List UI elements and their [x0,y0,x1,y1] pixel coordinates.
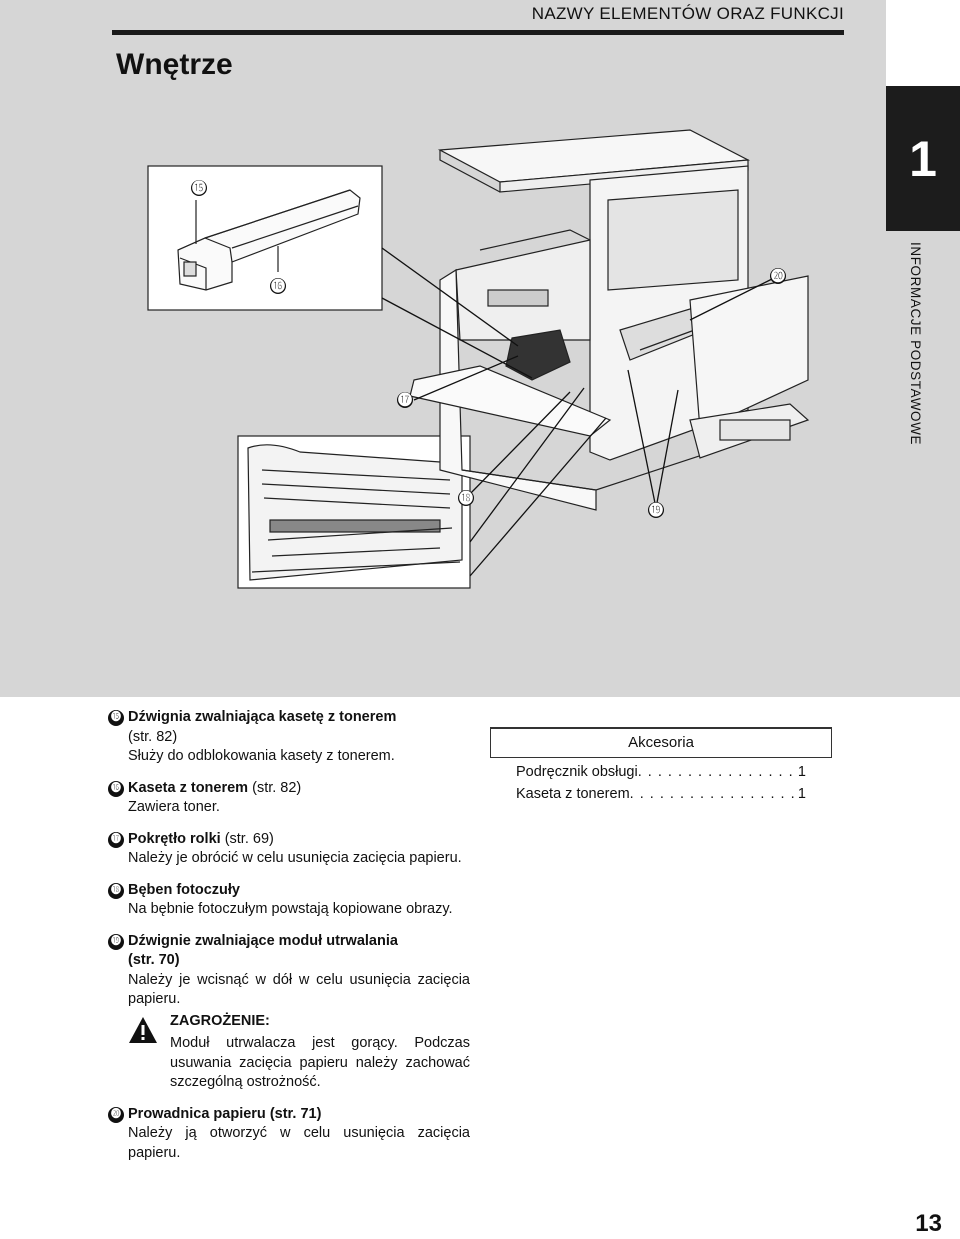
callout-18-label: ⓲ [459,490,473,507]
leader-dots: . . . . . . . . . . . . . . . . . . . . … [629,786,798,802]
item-title: Pokrętło rolki [128,830,221,847]
callout-17-label: ⓱ [398,392,412,409]
accessory-label: Podręcznik obsługi [516,764,638,780]
callout-15 [191,180,207,196]
item-number: ⓱ [108,831,124,848]
item-ref: (str. 82) [128,728,178,745]
chapter-side-strip [886,231,960,697]
callout-19 [648,502,664,518]
accessory-row: Kaseta z tonerem . . . . . . . . . . . .… [490,780,832,802]
item-description: Służy do odblokowania kasety z tonerem. [128,748,395,764]
callout-19-label: ⓳ [649,502,663,519]
item-title: Bęben fotoczuły [128,881,240,898]
page-number: 13 [915,1210,942,1237]
callout-15-label: ⓯ [192,180,206,197]
callout-16 [270,278,286,294]
item-number: ⓴ [108,1106,124,1123]
callout-17 [397,392,413,408]
chapter-tab: 1 [886,86,960,231]
item-ref: (str. 82) [252,779,302,796]
accessory-row: Podręcznik obsługi . . . . . . . . . . .… [490,758,832,780]
callout-20-label: ⓴ [771,268,785,285]
item-number: ⓰ [108,780,124,797]
accessory-qty: 1 [797,786,806,802]
item-description: Należy ją otworzyć w celu usunięcia zaci… [128,1125,470,1161]
accessory-qty: 1 [797,764,806,780]
item-description: Należy je obrócić w celu usunięcia zacię… [128,850,462,866]
header-rule [112,30,844,35]
copier-interior-illustration: ⓯ ⓰ ⓱ ⓲ ⓳ ⓴ [147,129,810,589]
item-ref: (str. 71) [269,1105,322,1122]
item-description: Należy je wcisnąć w dół w celu usunięcia… [128,971,470,1008]
accessories-title: Akcesoria [490,729,832,758]
callout-16-label: ⓰ [271,278,285,295]
callout-20 [770,268,786,284]
item-ref: (str. 69) [224,830,274,847]
warning-text: Moduł utrwalacza jest gorący. Podczas us… [170,1035,470,1090]
chapter-label: INFORMACJE PODSTAWOWE [908,242,923,446]
running-header: NAZWY ELEMENTÓW ORAZ FUNKCJI [531,4,844,23]
item-title: Dźwignie zwalniające moduł utrwalania [128,932,398,949]
item-number: ⓲ [108,882,124,899]
item-title: Prowadnica papieru [128,1105,266,1122]
leader-dots: . . . . . . . . . . . . . . . . . . . . … [637,764,798,780]
accessory-label: Kaseta z tonerem [516,786,630,802]
callout-18 [458,490,474,506]
item-description: Zawiera toner. [128,799,220,815]
warning-triangle-icon [128,1012,170,1093]
item-number: ⓳ [108,933,124,950]
item-ref: (str. 70) [128,952,180,968]
item-title: Kaseta z tonerem [128,779,249,796]
item-title: Dźwignia zwalniająca kasetę z tonerem [128,709,397,725]
warning-title: ZAGROŻENIE: [170,1012,270,1029]
warning-block: ZAGROŻENIE: Moduł utrwalacza jest gorący… [108,1012,470,1093]
item-description: Na bębnie fotoczułym powstają kopiowane … [128,901,453,917]
accessories-box: Akcesoria Podręcznik obsługi . . . . . .… [490,727,832,802]
section-title: Wnętrze [116,48,233,81]
item-number: ⓯ [108,710,124,726]
